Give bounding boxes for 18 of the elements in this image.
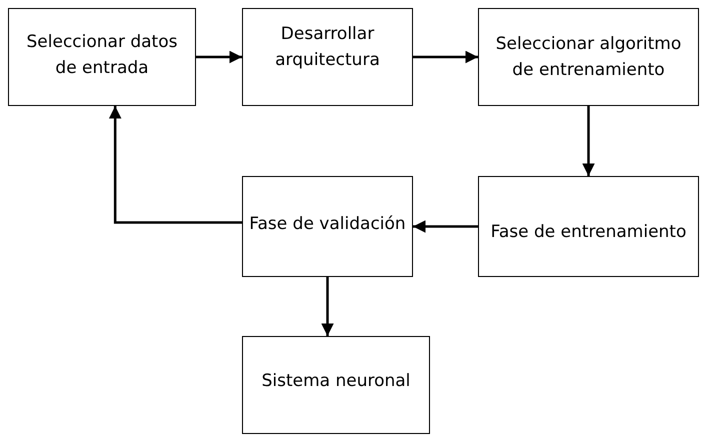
process-box — [242, 336, 430, 434]
box-label: Seleccionar datos de entrada — [26, 31, 178, 80]
box-label: Seleccionar algoritmo de entrenamiento — [494, 33, 682, 82]
process-box — [478, 8, 699, 106]
process-box — [478, 176, 699, 277]
box-label: Fase de entrenamiento — [490, 220, 688, 244]
arrow — [321, 277, 334, 336]
box-label: Fase de validación — [248, 212, 407, 236]
process-box — [242, 8, 413, 106]
process-box — [242, 176, 413, 277]
box-label: Sistema neuronal — [260, 370, 412, 393]
arrow — [413, 220, 478, 233]
arrow — [582, 106, 595, 176]
arrow — [108, 106, 242, 224]
arrow — [196, 50, 242, 64]
box-label: Desarrollar arquitectura — [274, 23, 381, 72]
arrow — [413, 50, 478, 64]
process-box — [8, 8, 196, 106]
